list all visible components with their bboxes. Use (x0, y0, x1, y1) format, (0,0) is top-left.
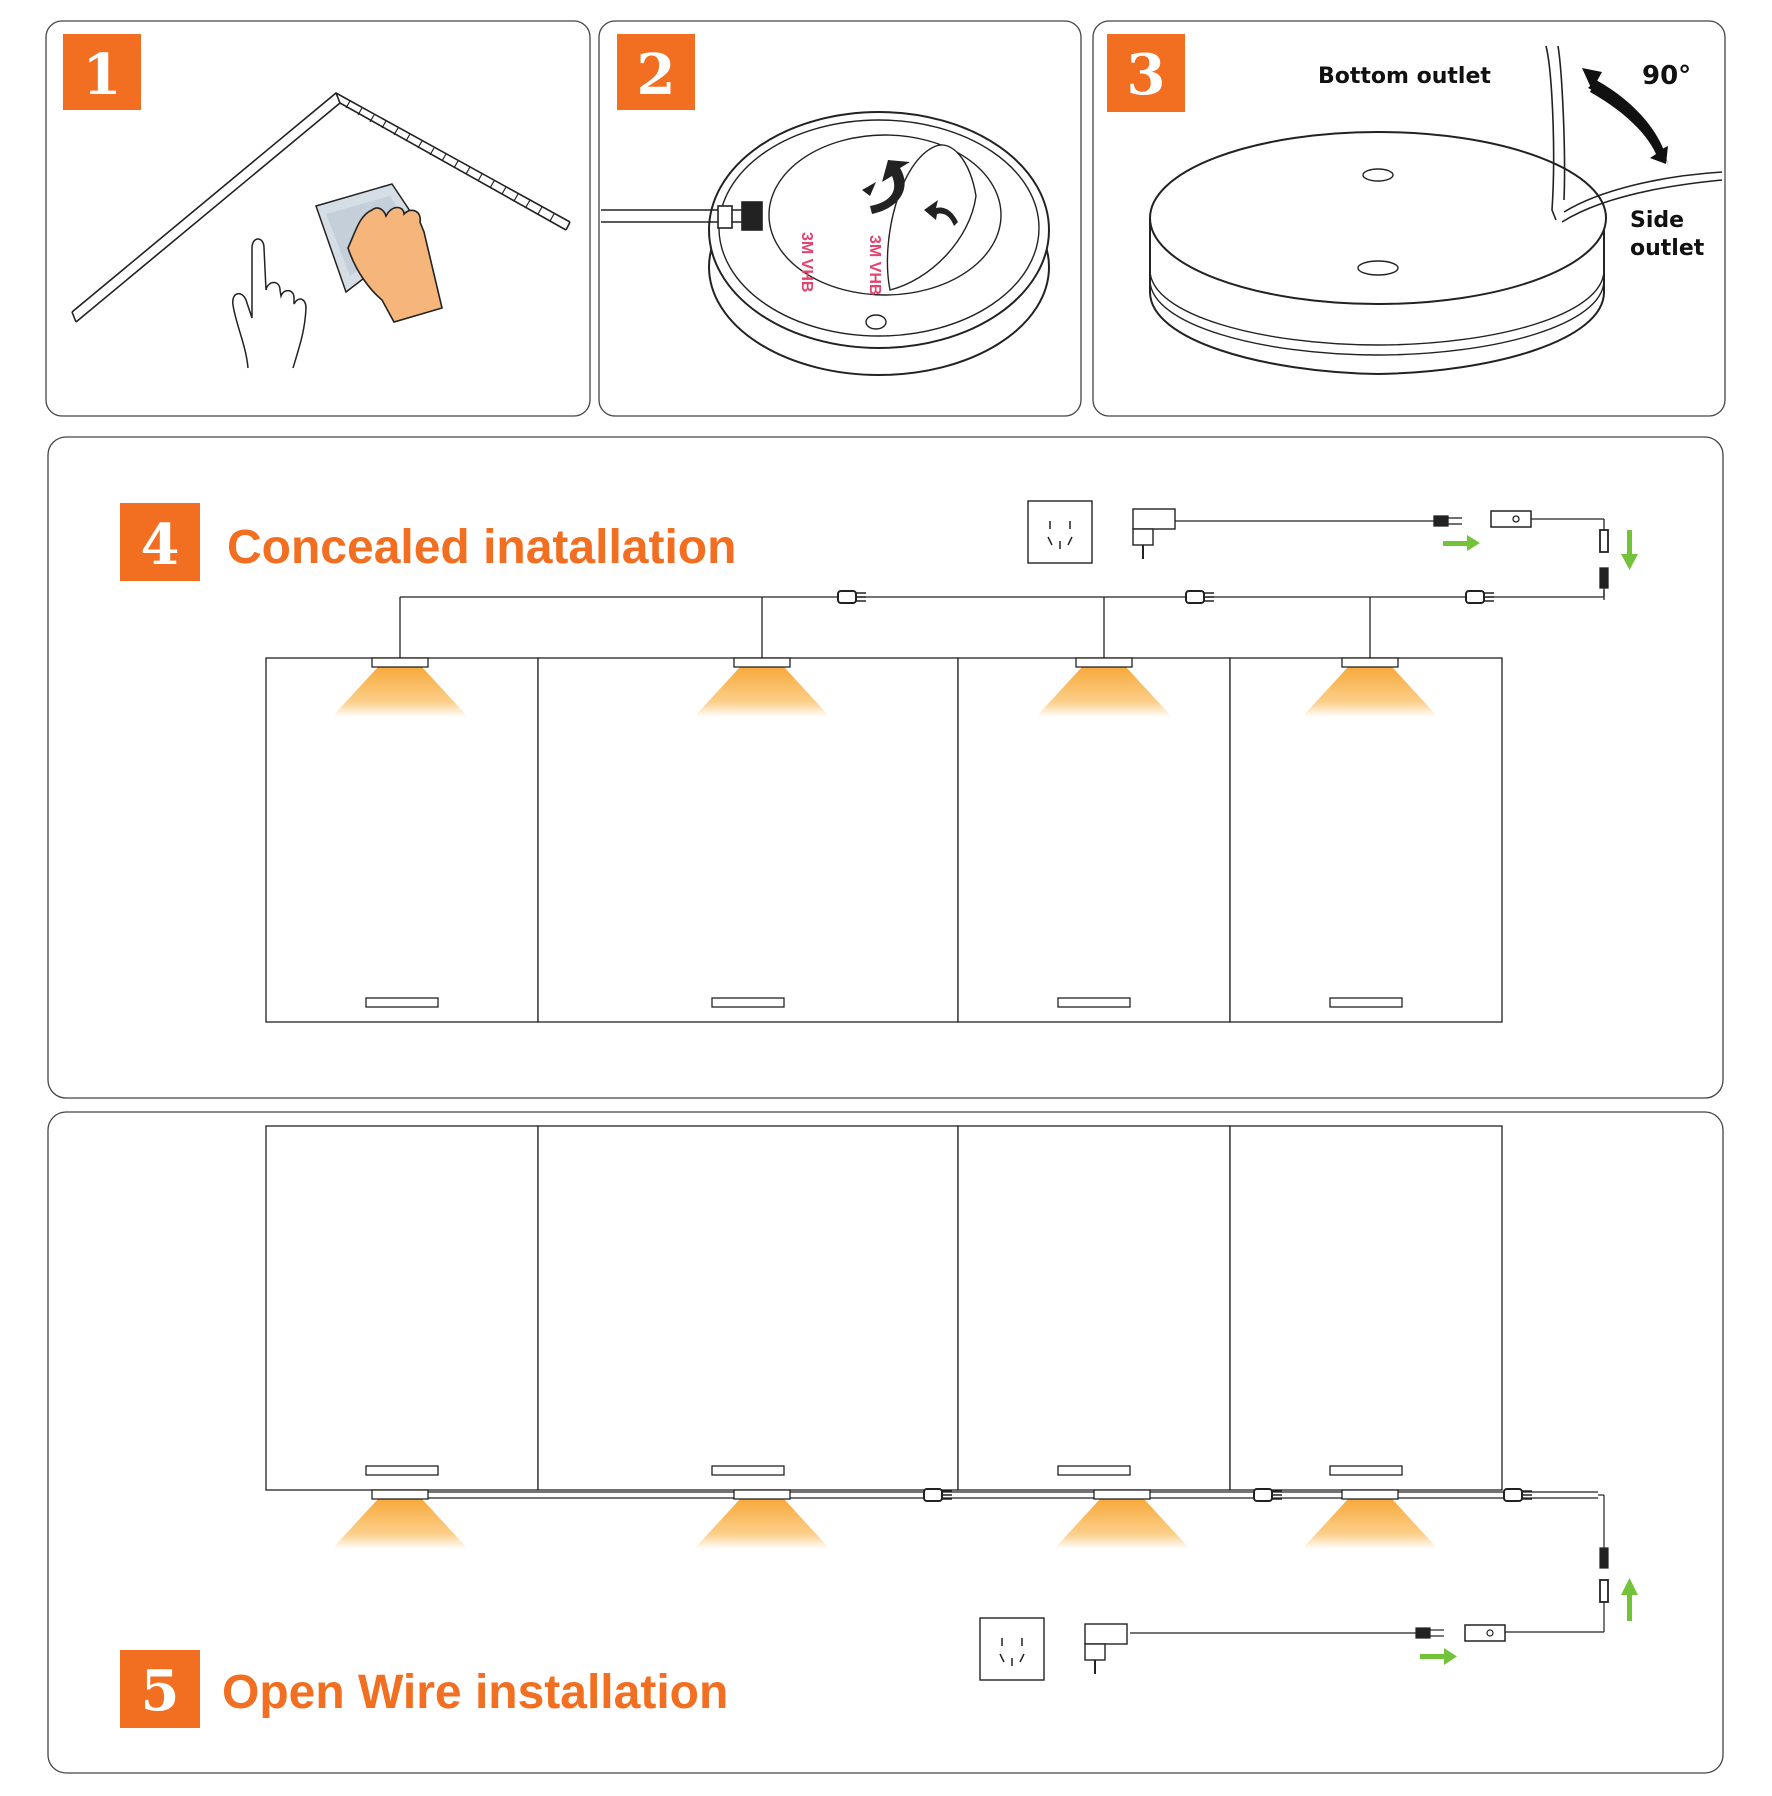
wiping-hand-icon (347, 206, 443, 323)
step-4-panel: 4 Concealed inatallation (47, 436, 1724, 1099)
rotation-arrow-icon (1582, 68, 1668, 166)
connector (837, 590, 867, 604)
green-arrow-icon (1420, 1578, 1638, 1665)
step-3-number: 3 (1127, 42, 1166, 108)
connector (1185, 590, 1215, 604)
step-1-number: 1 (83, 42, 122, 108)
cabinet-handle (365, 997, 439, 1008)
cabinet-row (265, 1125, 1503, 1491)
angle-label: 90° (1642, 61, 1691, 91)
side-outlet-label-line1: Side (1630, 208, 1684, 233)
wall-outlet-icon (979, 1617, 1045, 1681)
cable-outlet-bend (1545, 45, 1723, 223)
cabinet-handle (711, 1465, 785, 1476)
step-4-title: Concealed inatallation (227, 521, 736, 574)
power-cable (1175, 510, 1609, 600)
green-arrow-icon (1443, 530, 1638, 570)
side-outlet-label-line2: outlet (1630, 236, 1705, 261)
step-1-panel: 1 (45, 20, 591, 417)
step-2-number: 2 (637, 42, 676, 108)
connector (1253, 1488, 1283, 1502)
surface-hatching (345, 100, 555, 222)
pointing-hand-icon (232, 238, 307, 369)
step-2-panel: 2 3M VHB 3M VHB (598, 20, 1082, 417)
bottom-outlet-label: Bottom outlet (1318, 64, 1491, 89)
step-1-badge (63, 34, 141, 110)
cabinet-handle (1329, 997, 1403, 1008)
step-4-badge (120, 503, 200, 581)
connector (1503, 1488, 1533, 1502)
open-wire (428, 1491, 1609, 1642)
wall-outlet-icon (1027, 500, 1093, 564)
cabinet-handle (1057, 1465, 1131, 1476)
cabinet-handle (711, 997, 785, 1008)
step-2-badge (617, 34, 695, 110)
tape-label: 3M VHB (798, 232, 815, 292)
cable (601, 201, 763, 231)
step-5-title: Open Wire installation (222, 1666, 728, 1719)
connector (1465, 590, 1495, 604)
step-5-number: 5 (141, 1658, 180, 1724)
step-5-panel: 5 Open Wire installation (47, 1111, 1724, 1774)
step-3-badge (1107, 34, 1185, 112)
bus-wire (399, 590, 1605, 658)
tape-label-2: 3M VHB (866, 235, 883, 295)
puck-light-side (1149, 131, 1607, 376)
cabinet-handle (1329, 1465, 1403, 1476)
cabinet-handle (365, 1465, 439, 1476)
connector (923, 1488, 953, 1502)
step-4-number: 4 (141, 512, 180, 578)
cabinet-handle (1057, 997, 1131, 1008)
adhesive-pad: 3M VHB 3M VHB (768, 134, 1002, 296)
peel-arrow-icon (862, 160, 958, 226)
step-3-panel: 3 Bottom outlet 90° Side outlet (1092, 20, 1726, 417)
step-5-badge (120, 1650, 200, 1728)
